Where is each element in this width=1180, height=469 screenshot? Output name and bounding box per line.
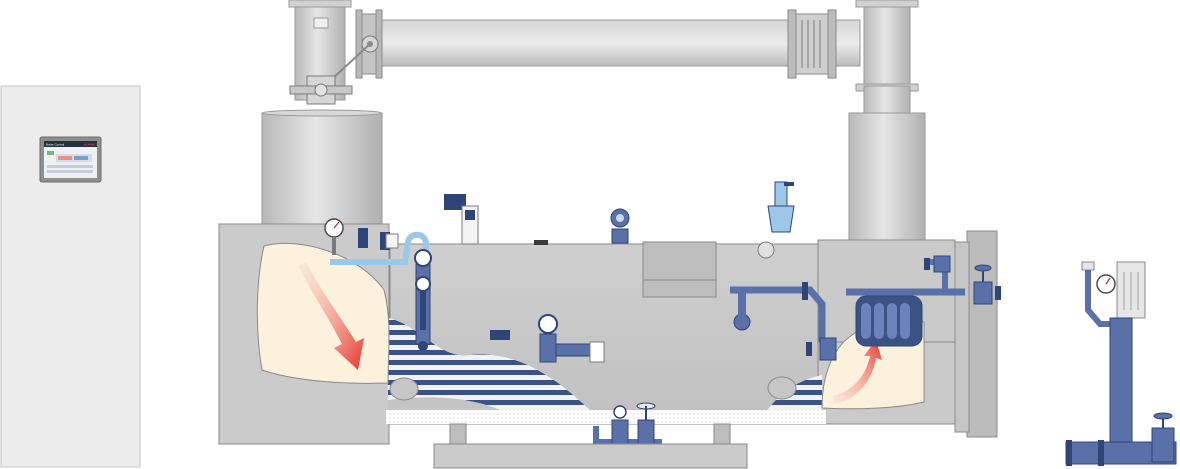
hmi-status-indicator [47,151,54,155]
burner-assembly[interactable] [490,314,605,363]
boiler-base-skid [433,423,748,469]
steam-outlet-pipe [730,282,826,342]
water-tube-cutaway [386,318,826,424]
left-flue-stack [261,109,383,244]
pump-inlet-valve[interactable] [1151,412,1175,463]
expansion-joint [787,9,837,79]
solenoid-valve[interactable] [444,194,479,245]
water-level-pipe [330,231,429,265]
inspection-hatch [642,241,717,298]
pump-pressure-gauge [1096,274,1116,294]
hmi-touch-panel[interactable]: Boiler Control ALARM 1 [39,136,102,183]
damper-actuator[interactable] [289,43,371,105]
feed-valve-top[interactable] [610,208,630,244]
hmi-alarm-text: ALARM 1 [84,143,97,147]
dot-vent [534,240,548,245]
feedwater-injection-valve[interactable] [806,337,837,361]
sight-glass-column[interactable] [414,249,432,351]
smoke-tube-bundle [855,295,923,347]
right-flue-stack [848,85,926,244]
gate-valve-icon[interactable] [973,264,1001,305]
rear-top-valve[interactable] [924,255,951,273]
hmi-title: Boiler Control [46,143,65,147]
electric-motor-icon [1081,261,1095,271]
rear-end-plate [954,230,998,438]
safety-valve[interactable] [757,181,795,259]
pump-discharge-piping [1065,270,1177,466]
feed-pump-motor[interactable] [1116,261,1146,319]
blowdown-valves[interactable] [593,402,662,445]
pressure-gauge-icon [324,218,344,255]
flame-arrow-icon [298,262,364,370]
flame-arrow-return-icon [832,340,882,404]
level-switch-left[interactable] [358,228,399,250]
